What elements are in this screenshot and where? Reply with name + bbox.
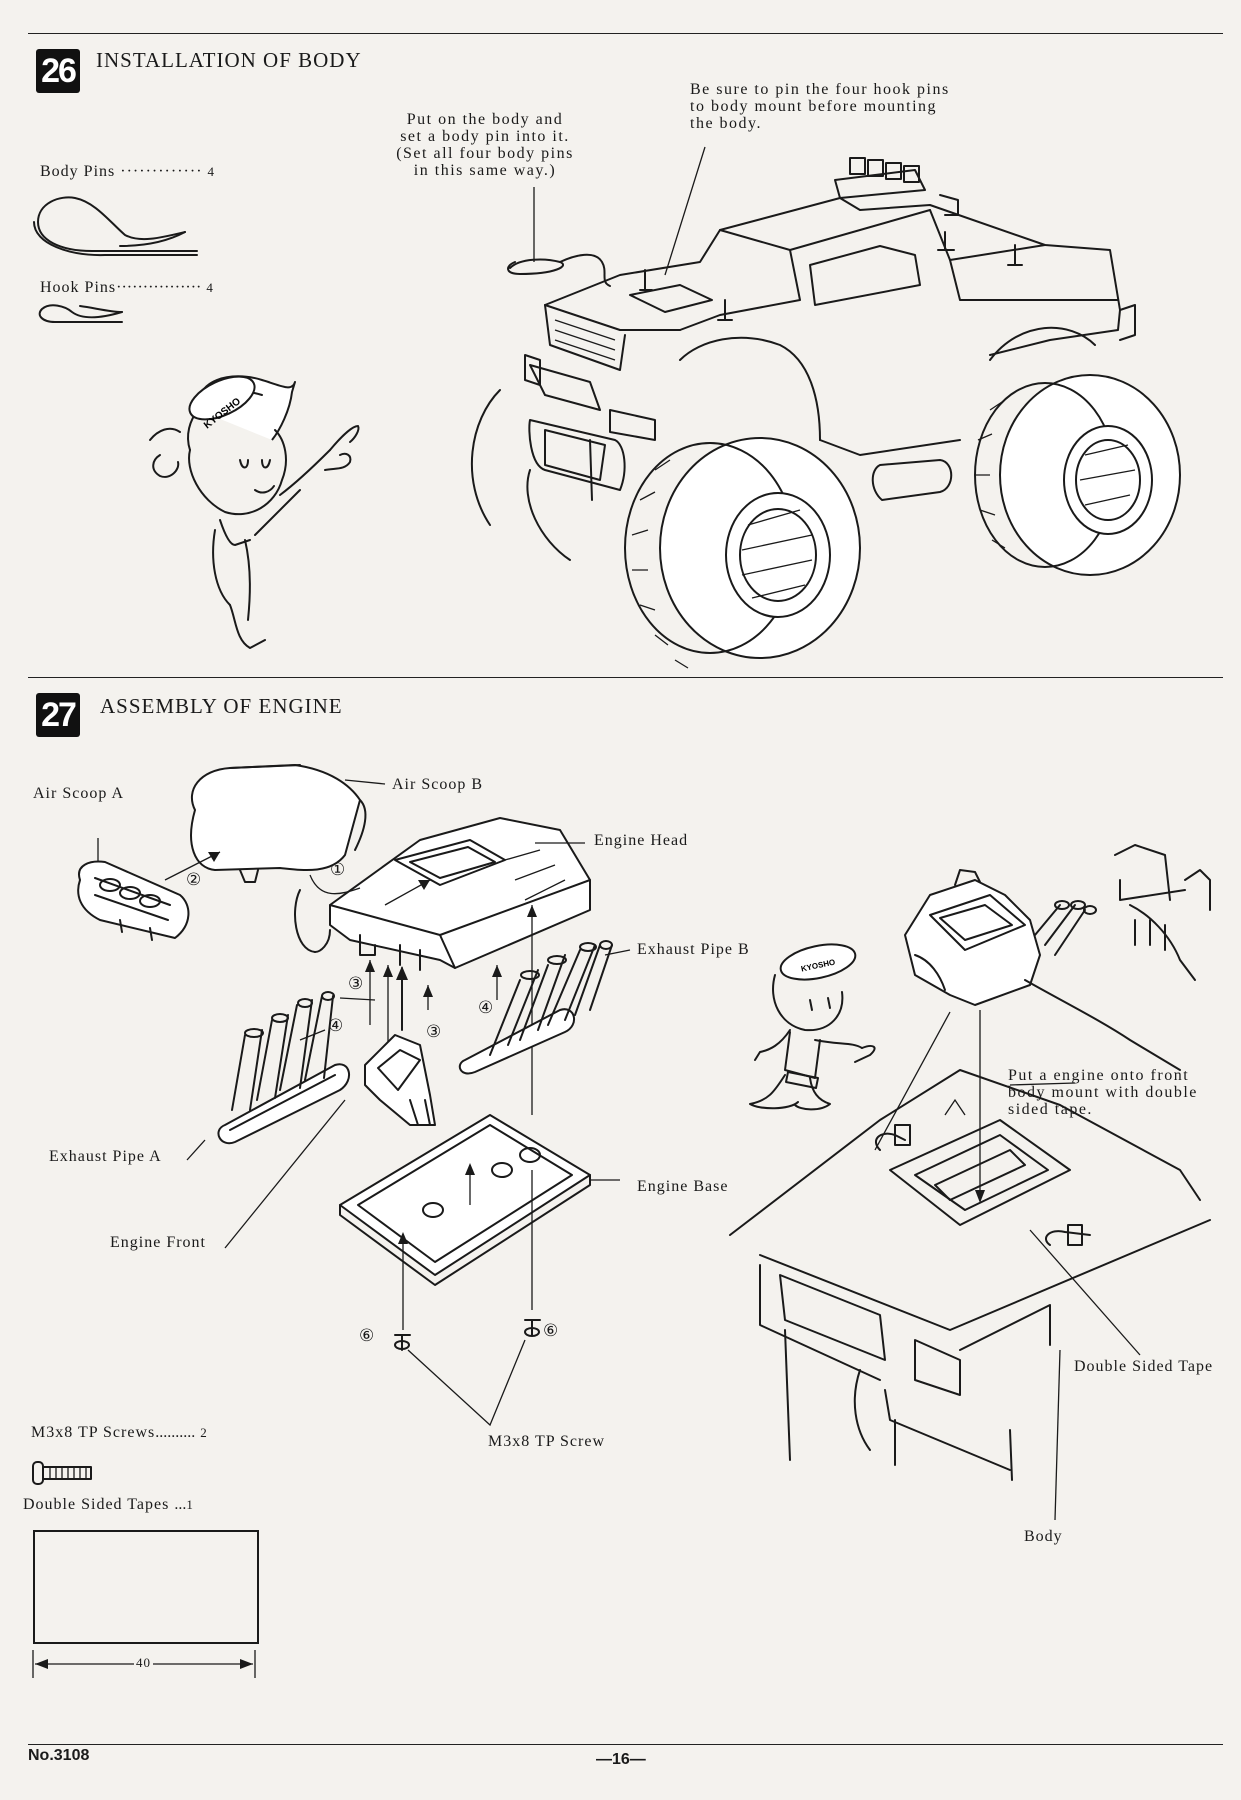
label-exhaust-pipe-b: Exhaust Pipe B <box>637 941 750 958</box>
tapes-part: Double Sided Tapes ...1 <box>23 1496 194 1514</box>
step-marker-2: ② <box>186 870 203 889</box>
engine-assembly-illustration <box>77 764 631 1427</box>
label-engine-base: Engine Base <box>637 1178 729 1195</box>
hook-pin-icon <box>38 304 123 323</box>
step-marker-3a: ③ <box>348 974 365 993</box>
model-number: No.3108 <box>28 1747 90 1764</box>
step-marker-6a: ⑥ <box>359 1326 376 1345</box>
step-27-badge: 27 <box>36 693 80 737</box>
label-air-scoop-a: Air Scoop A <box>33 785 124 802</box>
part-name: Double Sided Tapes <box>23 1496 170 1513</box>
note-line: body mount with double <box>1008 1084 1198 1101</box>
label-engine-head: Engine Head <box>594 832 689 849</box>
step-27-title: ASSEMBLY OF ENGINE <box>100 694 343 718</box>
part-qty: 2 <box>200 1425 208 1440</box>
note-line: sided tape. <box>1008 1101 1093 1118</box>
part-dots: .......... <box>155 1424 196 1441</box>
note-body-pin: Put on the body and set a body pin into … <box>360 111 610 179</box>
top-rule <box>28 33 1223 34</box>
mascot-kyosho-boy-small: KYOSHO <box>749 943 876 1111</box>
part-qty: 4 <box>207 164 216 179</box>
note-hook-pins: Be sure to pin the four hook pins to bod… <box>690 81 950 132</box>
tape-dimension-line <box>32 1650 256 1678</box>
footer-rule <box>28 1744 1223 1745</box>
mascot-kyosho-boy: KYOSHO <box>149 375 360 649</box>
note-line: the body. <box>690 115 763 132</box>
label-air-scoop-b: Air Scoop B <box>392 776 483 793</box>
note-line: Put a engine onto front <box>1008 1067 1190 1084</box>
screws-part: M3x8 TP Screws.......... 2 <box>31 1424 208 1442</box>
page-number: —16— <box>596 1751 646 1768</box>
part-dots: ············· <box>120 163 203 180</box>
label-leaders <box>1009 1082 1076 1086</box>
screw-icon <box>32 1461 92 1485</box>
body-pin-icon <box>33 196 198 257</box>
note-line: set a body pin into it. <box>400 128 570 145</box>
section-divider <box>28 677 1223 678</box>
note-line: (Set all four body pins <box>396 145 574 162</box>
part-qty: 4 <box>206 280 214 295</box>
tape-dimension: 40 <box>134 1655 153 1671</box>
part-name: Hook Pins <box>40 279 117 296</box>
step-26-badge: 26 <box>36 49 80 93</box>
note-line: to body mount before mounting <box>690 98 938 115</box>
label-m3x8-tp-screw: M3x8 TP Screw <box>488 1433 605 1450</box>
note-line: Put on the body and <box>406 111 564 128</box>
monster-truck-illustration <box>470 157 1181 669</box>
part-dots: ... <box>174 1496 187 1513</box>
step-marker-3c: ③ <box>426 1022 443 1041</box>
part-name: Body Pins <box>40 163 116 180</box>
label-engine-front: Engine Front <box>110 1234 206 1251</box>
label-body: Body <box>1024 1528 1063 1545</box>
hook-pins-part: Hook Pins················ 4 <box>40 279 214 297</box>
tape-rectangle <box>33 1530 259 1644</box>
part-name: M3x8 TP Screws <box>31 1424 156 1441</box>
step-marker-4b: ④ <box>478 998 495 1017</box>
label-double-sided-tape: Double Sided Tape <box>1074 1358 1214 1375</box>
step-marker-4a: ④ <box>328 1016 345 1035</box>
part-qty: 1 <box>186 1497 194 1512</box>
label-exhaust-pipe-a: Exhaust Pipe A <box>49 1148 162 1165</box>
step-26-title: INSTALLATION OF BODY <box>96 48 362 72</box>
part-dots: ················ <box>116 279 202 296</box>
step-marker-6b: ⑥ <box>543 1321 560 1340</box>
body-pins-part: Body Pins ············· 4 <box>40 163 215 181</box>
note-line: in this same way.) <box>413 162 557 179</box>
note-engine: Put a engine onto front body mount with … <box>1008 1067 1198 1118</box>
note-line: Be sure to pin the four hook pins <box>690 81 950 98</box>
engine-on-body-illustration <box>729 844 1211 1521</box>
